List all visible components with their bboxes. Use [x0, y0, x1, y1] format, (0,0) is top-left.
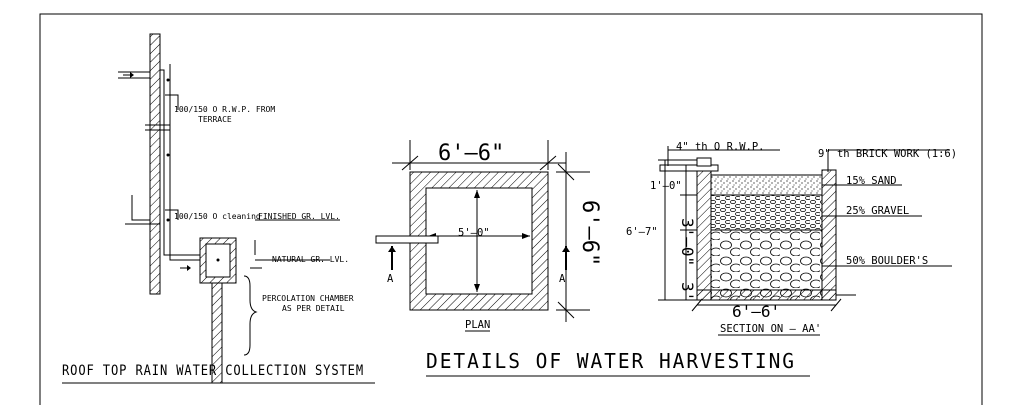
section-top-height: 1'–0"	[650, 180, 682, 192]
rwp-from-terrace-label: 100/150 O R.W.P. FROM	[174, 105, 275, 114]
plan-section-mark-right: A	[559, 273, 566, 285]
plan-inner-dimension: 5'–0"	[458, 227, 490, 239]
main-title: DETAILS OF WATER HARVESTING	[426, 349, 796, 373]
plan-side-dimension: 6'–6"	[577, 200, 602, 266]
percolation-chamber-label: PERCOLATION CHAMBER	[262, 294, 354, 303]
section-rwp-label: 4" th O R.W.P.	[676, 141, 765, 153]
section-caption: SECTION ON – AA'	[720, 323, 821, 335]
plan-top-dimension: 6'–6"	[438, 141, 504, 166]
gravel-layer-label: 25% GRAVEL	[846, 205, 909, 217]
sheet-border	[39, 13, 983, 405]
plan-section-mark-left: A	[387, 273, 394, 285]
section-total-height: 6'–7"	[626, 226, 658, 238]
section-drawing	[658, 146, 952, 312]
building-wall	[149, 33, 161, 295]
section-mid-height: 3'–0"	[678, 218, 697, 266]
sand-layer-label: 15% SAND	[846, 175, 897, 187]
cleaning-label: 100/150 O cleaning	[174, 212, 261, 221]
roof-system-caption: ROOF TOP RAIN WATER COLLECTION SYSTEM	[62, 363, 364, 379]
roof-system-drawing	[118, 33, 340, 384]
finished-ground-level-label: FINISHED GR. LVL.	[258, 212, 340, 221]
percolation-detail-label: AS PER DETAIL	[282, 304, 345, 313]
natural-ground-level-label: NATURAL GR. LVL.	[272, 255, 349, 264]
section-bottom-height: 3'	[678, 282, 697, 301]
boulder-layer-label: 50% BOULDER'S	[846, 255, 928, 267]
plan-drawing	[375, 140, 590, 322]
plan-caption: PLAN	[465, 319, 490, 331]
section-width-dimension: 6'–6'	[732, 302, 780, 321]
terrace-label: TERRACE	[198, 115, 232, 124]
brick-work-label: 9" th BRICK WORK (1:6)	[818, 148, 957, 160]
